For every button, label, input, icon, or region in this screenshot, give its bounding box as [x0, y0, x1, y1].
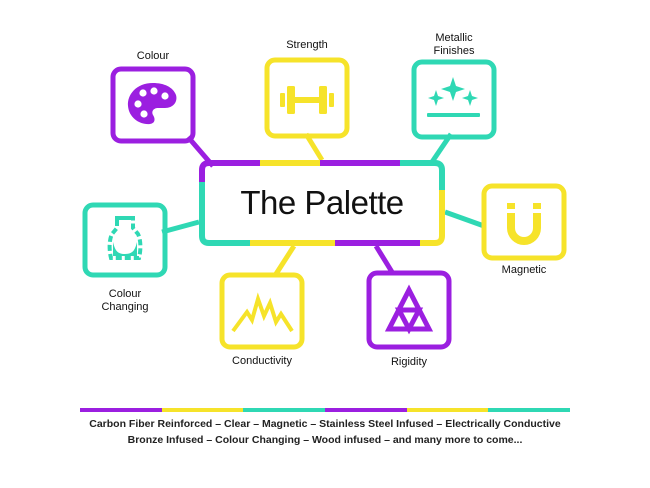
- footer-color-bar: [80, 408, 571, 412]
- label-metallic-line1: Metallic: [435, 32, 473, 44]
- label-colour-changing-line1: Colour: [108, 288, 142, 300]
- footer-bar-segment-purple: [80, 408, 162, 412]
- label-magnetic: Magnetic: [501, 264, 547, 276]
- triangle-icon: [384, 284, 434, 335]
- node-colour: [110, 66, 196, 144]
- label-colour-changing: Colour Changing: [85, 288, 165, 314]
- label-colour-changing-line2: Changing: [101, 301, 149, 313]
- magnet-icon: [507, 203, 541, 245]
- label-metallic-line2: Finishes: [433, 45, 475, 57]
- label-conductivity: Conductivity: [232, 355, 292, 367]
- node-rigidity: [366, 270, 452, 350]
- palette-icon: [127, 83, 177, 125]
- footer-line-1: Carbon Fiber Reinforced – Clear – Magnet…: [89, 418, 561, 430]
- center-title: The Palette: [240, 184, 404, 221]
- zigzag-icon: [231, 292, 294, 333]
- label-rigidity: Rigidity: [390, 356, 428, 368]
- dumbbell-icon: [280, 86, 334, 114]
- label-metallic: Metallic Finishes: [414, 32, 494, 58]
- label-strength: Strength: [286, 39, 328, 51]
- footer-bar-segment-purple-2: [325, 408, 407, 412]
- node-conductivity: [219, 272, 305, 350]
- node-strength: [264, 57, 350, 139]
- node-colour-changing: [82, 202, 168, 278]
- node-metallic: [411, 59, 497, 140]
- footer-line-2: Bronze Infused – Colour Changing – Wood …: [127, 434, 523, 446]
- footer-bar-segment-teal: [243, 408, 326, 412]
- connector-conductivity: [273, 244, 297, 276]
- connector-magnetic: [444, 209, 485, 229]
- sparkle-icon: [427, 77, 480, 117]
- connector-colour-changing: [161, 219, 200, 235]
- flask-icon: [107, 216, 143, 260]
- footer-bar-segment-yellow: [161, 408, 244, 412]
- footer-bar-segment-teal-2: [488, 408, 571, 412]
- center-box: [199, 160, 445, 246]
- node-magnetic: [481, 183, 567, 261]
- footer-bar-segment-yellow-2: [406, 408, 489, 412]
- connector-rigidity: [373, 244, 395, 274]
- label-colour: Colour: [136, 50, 170, 62]
